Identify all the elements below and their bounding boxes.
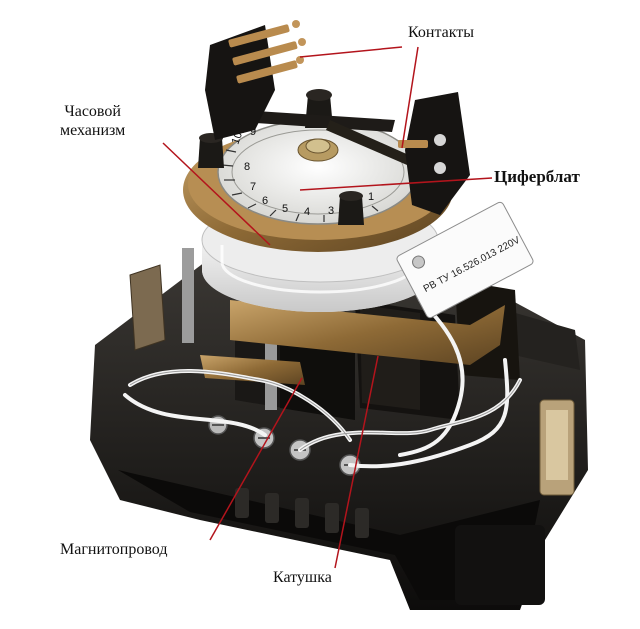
brass-plate [200, 300, 505, 385]
leader-lines [162, 46, 493, 569]
leader-contacts-right [401, 46, 419, 149]
contacts-left [205, 20, 306, 140]
dial-number: 3 [328, 205, 334, 217]
wire-outlines [129, 370, 521, 451]
dial-number: 6 [262, 195, 268, 207]
label-clockwork-line1: Часовой [64, 103, 121, 120]
left-bracket [129, 248, 194, 351]
dial-number: 4 [304, 206, 310, 218]
side-clip [539, 399, 575, 496]
label-clockwork: Часовой механизм [60, 102, 125, 140]
label-dial: Циферблат [494, 167, 580, 186]
dial: 10,5 9 8 7 6 5 4 3 2 1 [217, 119, 419, 225]
label-clockwork-line2: механизм [60, 122, 126, 139]
dial-number: 7 [250, 181, 256, 193]
leader-magnetic-core [209, 377, 303, 541]
label-magnetic-core: Магнитопровод [60, 541, 168, 558]
dial-number: 1 [368, 191, 374, 203]
dial-ticks [221, 149, 379, 222]
label-contacts: Контакты [408, 24, 475, 41]
contact-arm [240, 110, 420, 168]
dial-number: 5 [282, 203, 288, 215]
leader-clockwork [162, 142, 271, 246]
leader-coil [334, 355, 379, 569]
leader-contacts-left [299, 46, 403, 58]
dial-number: 9 [250, 126, 256, 138]
dial-number: 8 [244, 161, 250, 173]
label-coil: Катушка [273, 569, 332, 586]
leader-dial [299, 177, 493, 191]
contacts-right [398, 92, 470, 215]
